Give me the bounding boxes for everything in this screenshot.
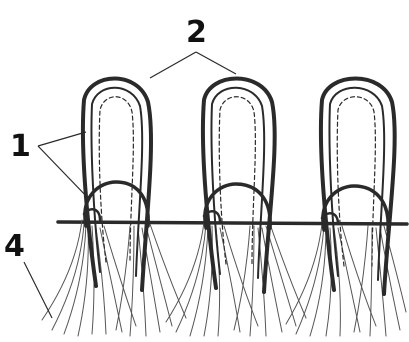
strip-callout bbox=[150, 52, 236, 78]
unit-1 bbox=[42, 79, 186, 337]
strip-centerline bbox=[219, 97, 255, 264]
leader-line bbox=[24, 262, 52, 318]
fiber-callout bbox=[24, 262, 52, 318]
unit-3 bbox=[286, 79, 406, 337]
leader-line bbox=[150, 52, 196, 78]
base-rod bbox=[58, 222, 407, 224]
strip-centerline bbox=[99, 97, 133, 262]
loop-callout-label: 1 bbox=[10, 129, 31, 164]
fiber-bundle bbox=[42, 220, 186, 336]
leader-line bbox=[38, 132, 86, 146]
fiber-callout-label: 4 bbox=[4, 229, 25, 264]
leader-line bbox=[196, 52, 236, 74]
strip-centerline bbox=[337, 97, 375, 266]
unit-2 bbox=[166, 79, 306, 337]
fiber-bundle bbox=[166, 222, 306, 336]
strip-callout-label: 2 bbox=[186, 15, 207, 50]
